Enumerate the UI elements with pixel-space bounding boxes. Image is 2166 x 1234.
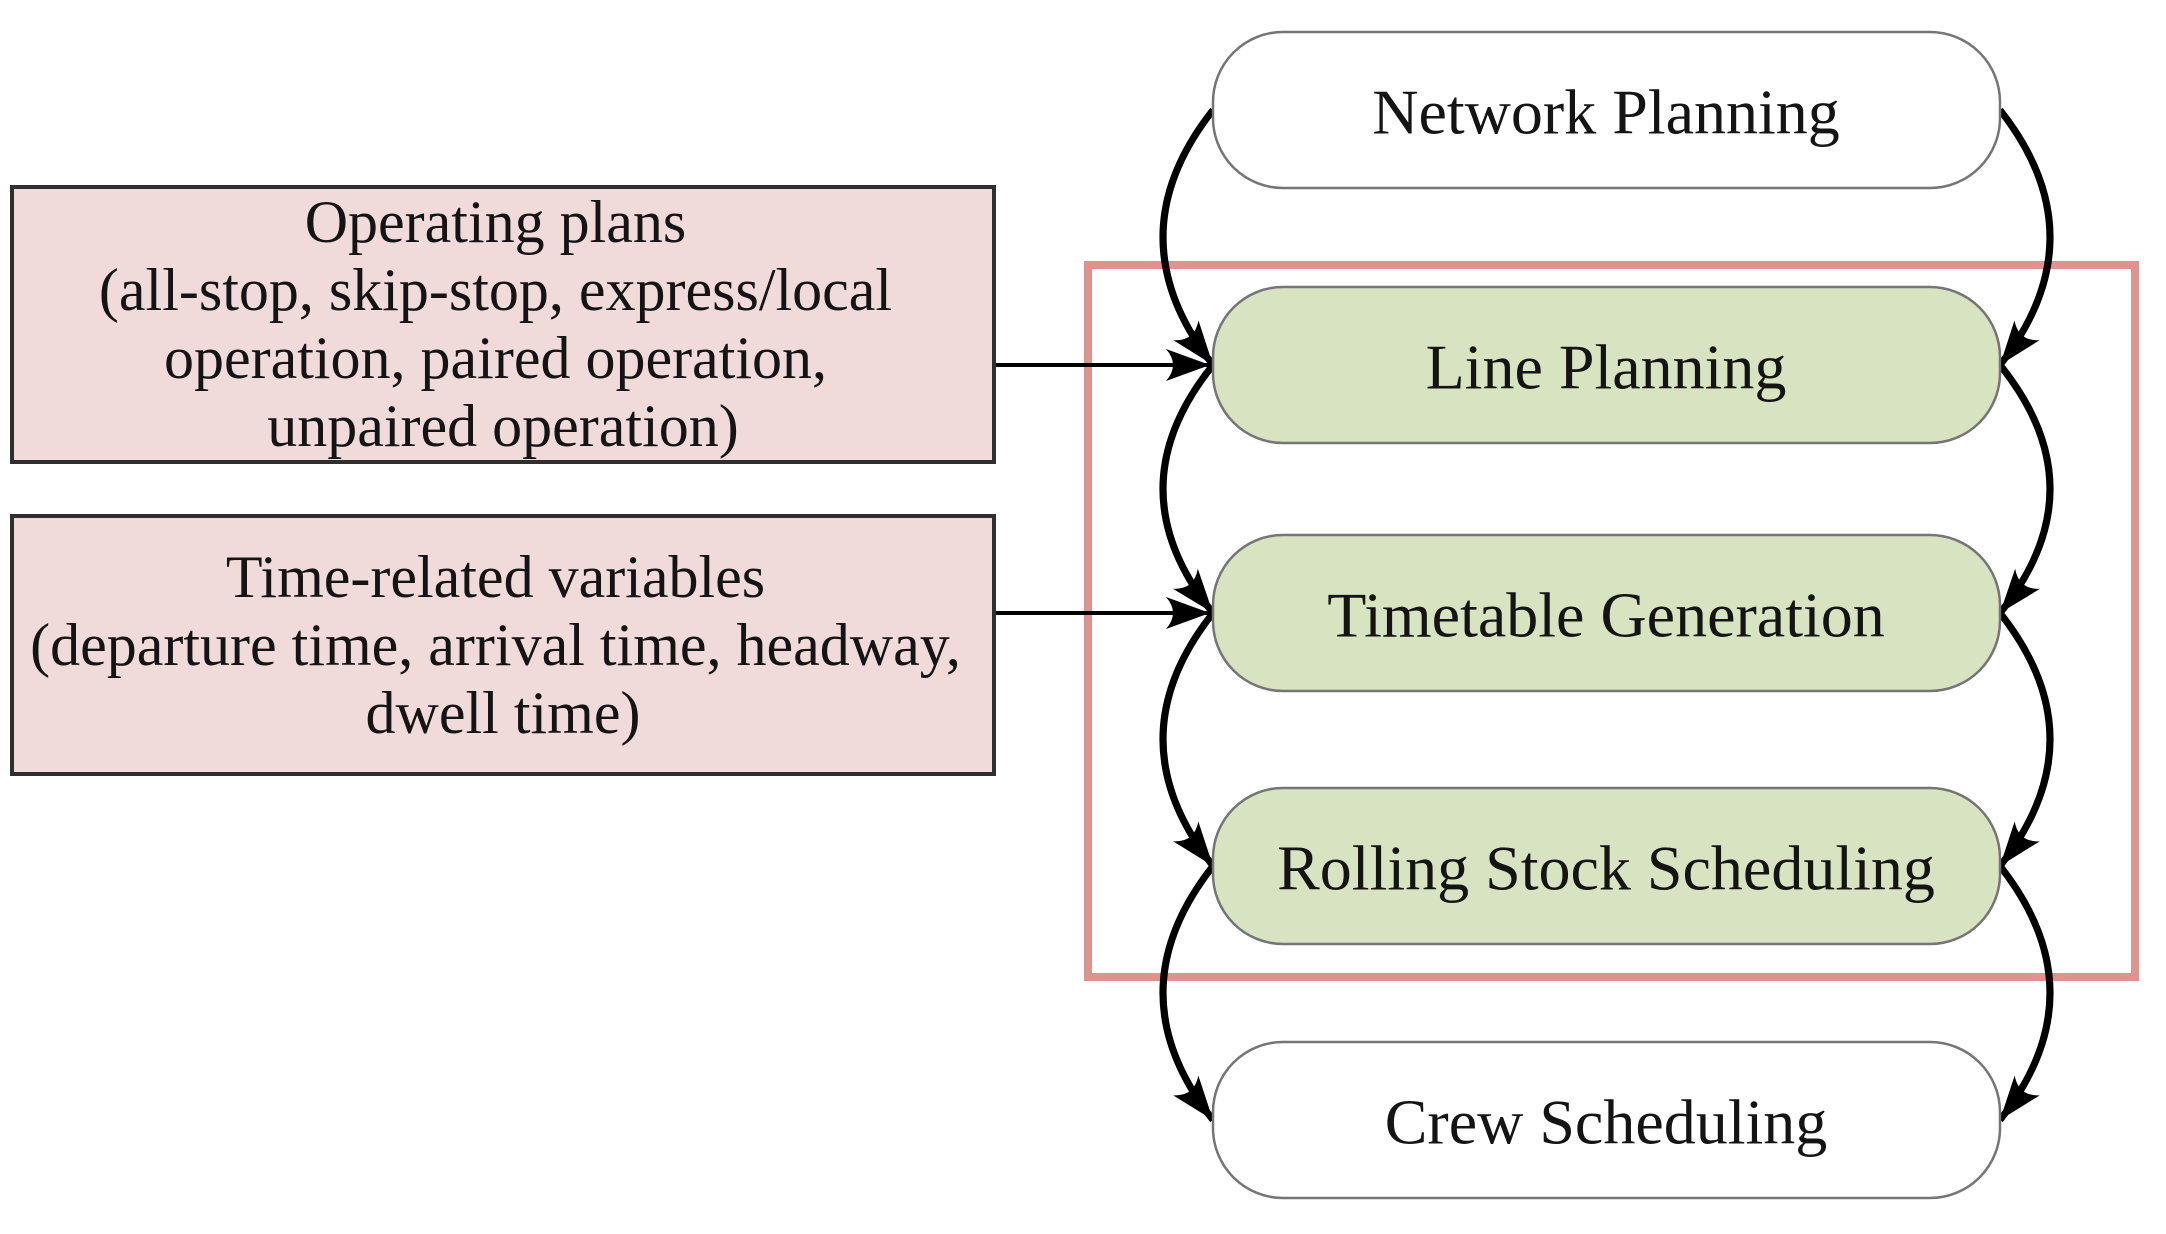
- stage-box-network-planning: [1211, 30, 2002, 190]
- input-line: Time-related variables: [226, 544, 765, 610]
- input-line: unpaired operation): [267, 393, 738, 459]
- arrow-rollingstock-to-crew-right: [1997, 863, 2054, 1123]
- stage-rolling-stock-scheduling: Rolling Stock Scheduling: [1211, 786, 2002, 946]
- input-box-time-related-variables: [10, 514, 996, 776]
- stage-label-crew-scheduling: Crew Scheduling: [1385, 1087, 1828, 1158]
- input-line: dwell time): [366, 680, 641, 746]
- stage-network-planning: Network Planning: [1211, 30, 2002, 190]
- stage-box-timetable-generation: [1211, 533, 2002, 693]
- stage-crew-scheduling: Crew Scheduling: [1211, 1040, 2002, 1200]
- input-line: (all-stop, skip-stop, express/local: [99, 257, 892, 323]
- stage-label-network-planning: Network Planning: [1372, 77, 1840, 148]
- arrow-rollingstock-to-crew-left: [1159, 863, 1216, 1123]
- input-box-operating-plans: [10, 185, 996, 464]
- input-time-related-variables: Time-related variables (departure time, …: [10, 514, 996, 776]
- input-text-operating-plans: Operating plans (all-stop, skip-stop, ex…: [99, 189, 907, 459]
- arrow-network-to-line-left: [1159, 107, 1216, 368]
- stage-label-rolling-stock-scheduling: Rolling Stock Scheduling: [1277, 833, 1935, 904]
- stage-box-line-planning: [1211, 285, 2002, 445]
- stage-box-crew-scheduling: [1211, 1040, 2002, 1200]
- stage-label-timetable-generation: Timetable Generation: [1327, 580, 1885, 651]
- input-text-time-related-variables: Time-related variables (departure time, …: [30, 544, 976, 746]
- arrow-line-to-timetable-right: [1997, 362, 2054, 616]
- input-line: (departure time, arrival time, headway,: [30, 612, 961, 678]
- arrow-timetable-to-rollingstock-left: [1159, 610, 1216, 869]
- input-operating-plans: Operating plans (all-stop, skip-stop, ex…: [10, 185, 996, 464]
- stage-timetable-generation: Timetable Generation: [1211, 533, 2002, 693]
- stage-box-rolling-stock-scheduling: [1211, 786, 2002, 946]
- input-line: operation, paired operation,: [164, 325, 827, 391]
- stage-label-line-planning: Line Planning: [1426, 332, 1787, 403]
- stage-line-planning: Line Planning: [1211, 285, 2002, 445]
- arrow-timetable-to-rollingstock-right: [1997, 610, 2054, 869]
- arrow-network-to-line-right: [1997, 107, 2054, 368]
- arrow-line-to-timetable-left: [1159, 362, 1216, 616]
- scope-outline-rect: [1084, 261, 2139, 981]
- input-line: Operating plans: [305, 189, 687, 255]
